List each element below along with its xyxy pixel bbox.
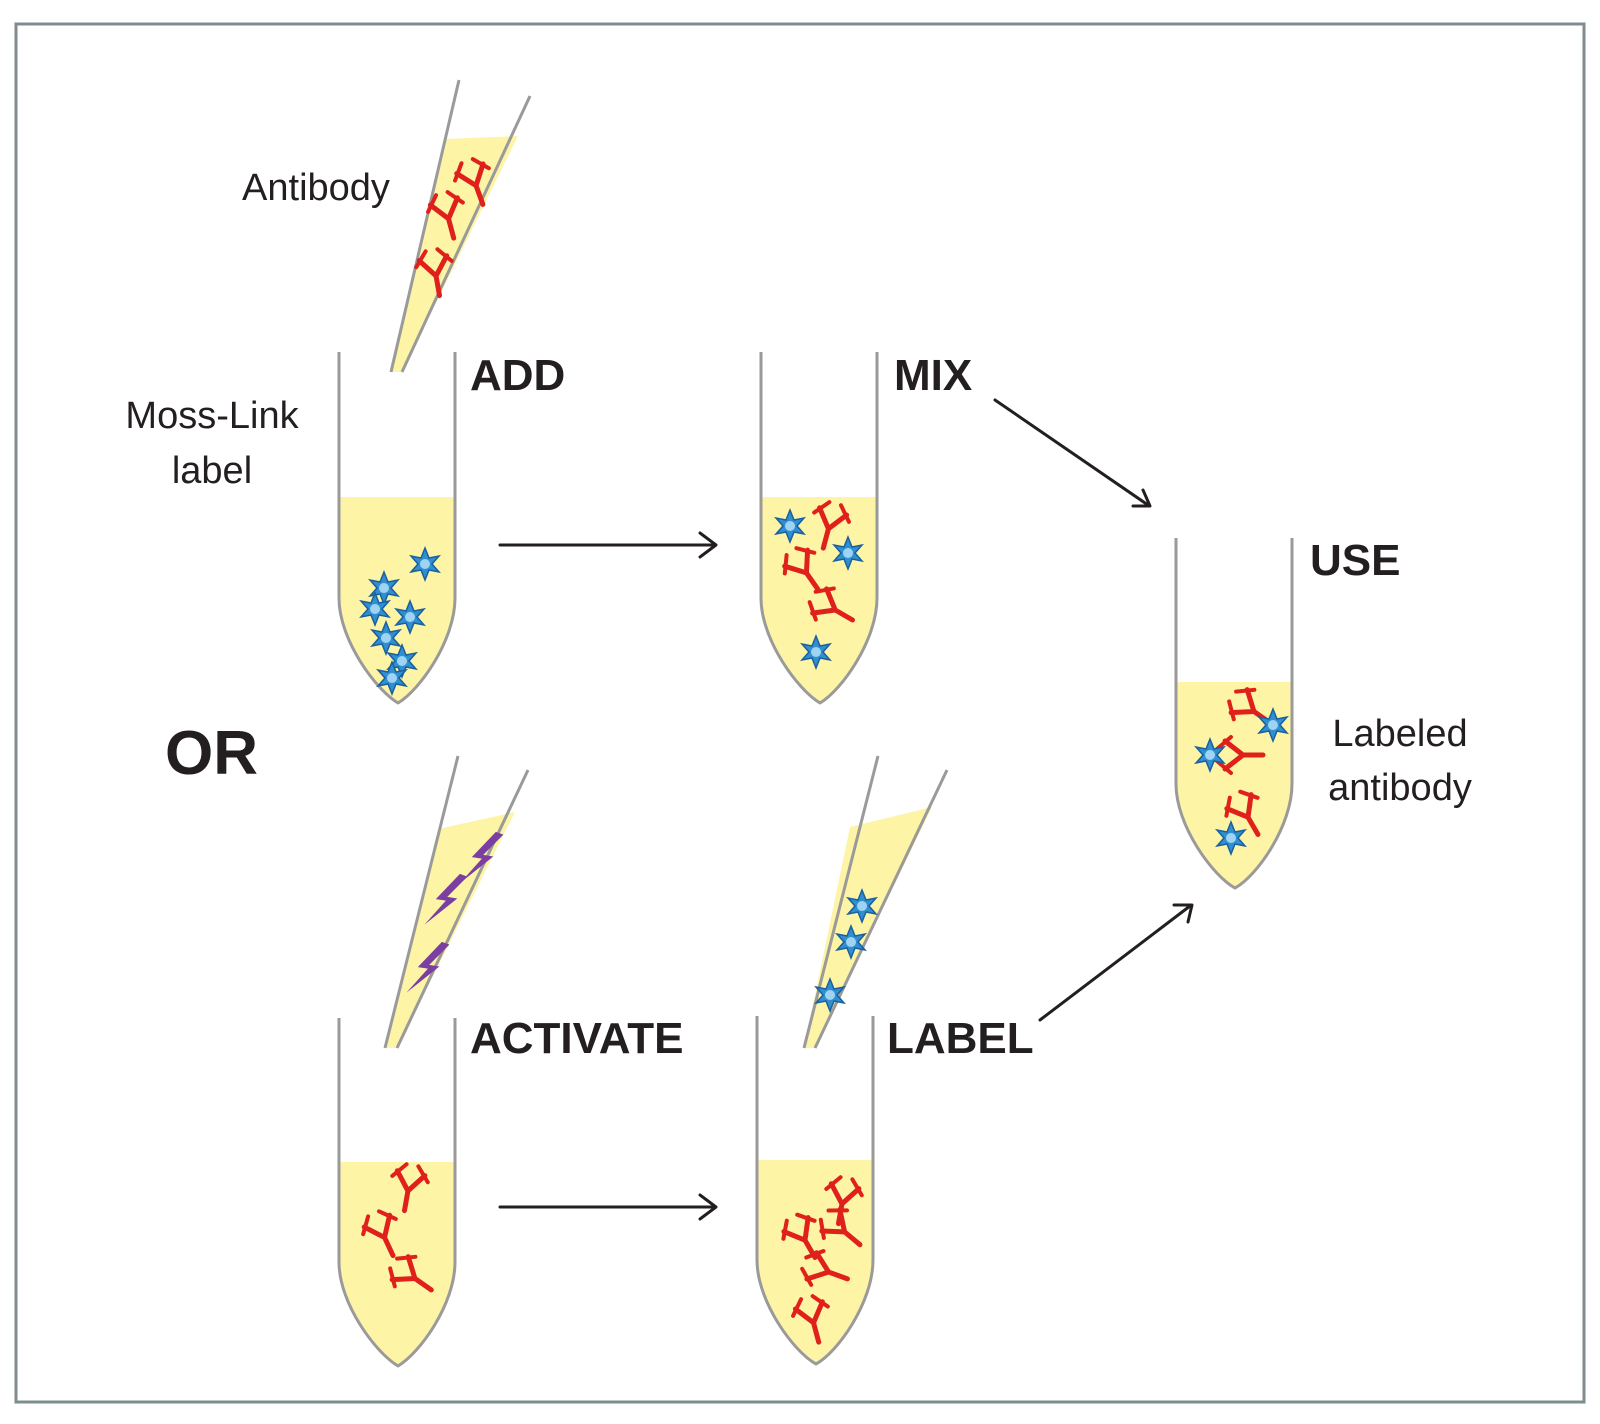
step-label-label: LABEL (887, 1014, 1034, 1063)
step-add-label: ADD (470, 351, 565, 400)
moss-link-label-line2: label (172, 450, 252, 492)
pipette-antibody (389, 79, 532, 373)
tube-mix (759, 352, 879, 705)
arrow-label-to-use (1038, 903, 1194, 1022)
arrow-add-to-mix (498, 531, 718, 559)
tube-activate (337, 1018, 457, 1368)
tube-add (337, 352, 457, 705)
arrow-mix-to-use (993, 398, 1152, 508)
or-label: OR (165, 719, 258, 788)
pipette-activator (383, 755, 530, 1049)
step-activate-label: ACTIVATE (470, 1014, 683, 1063)
labeled-antibody-line1: Labeled (1332, 713, 1467, 755)
pipette-label (802, 755, 949, 1049)
antibody-label: Antibody (242, 167, 390, 209)
step-mix-label: MIX (894, 351, 972, 400)
moss-link-label-line1: Moss-Link (125, 395, 299, 437)
step-use-label: USE (1310, 536, 1400, 585)
tube-use (1174, 538, 1294, 890)
labeled-antibody-line2: antibody (1328, 767, 1472, 809)
arrow-activate-to-label (498, 1193, 718, 1221)
tube-label (755, 1016, 875, 1366)
